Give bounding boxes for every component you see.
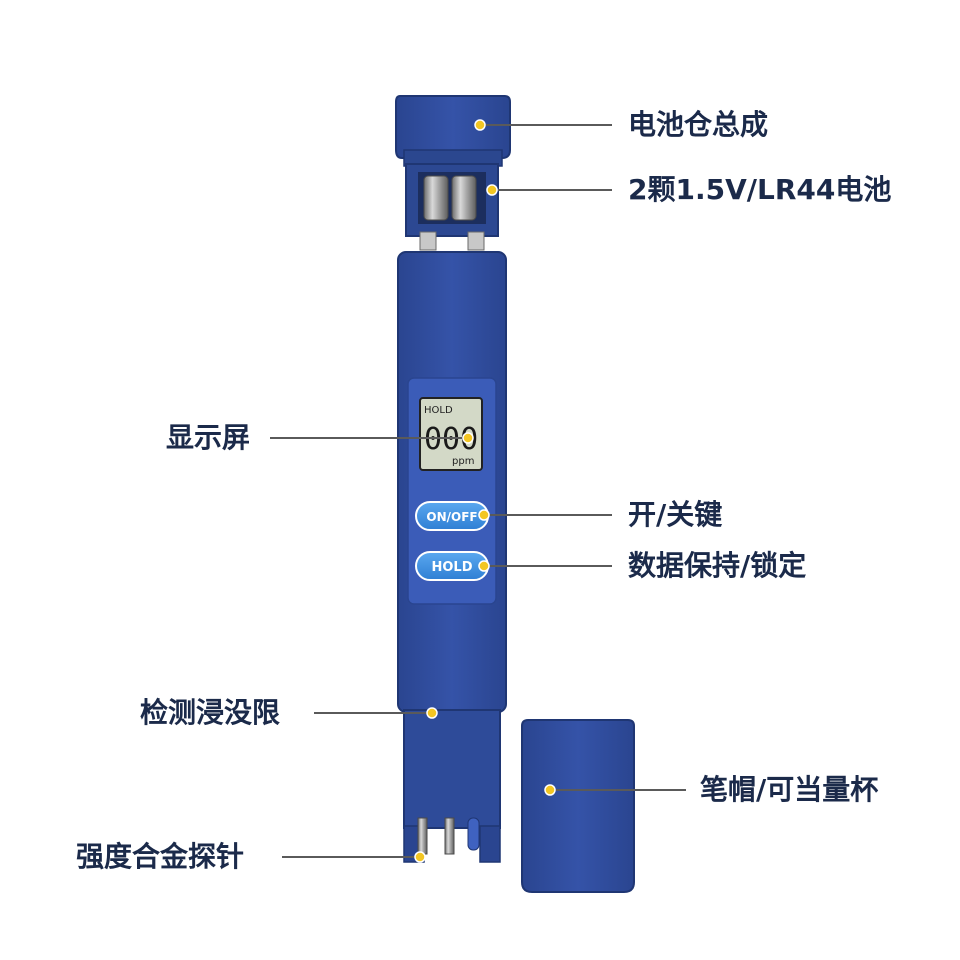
leader-dot-cap: [544, 784, 556, 796]
hold-button-label: HOLD: [431, 560, 472, 575]
probe-sensor: [467, 817, 480, 851]
leader-dot-batteries: [486, 184, 498, 196]
label-probe: 强度合金探针: [76, 840, 245, 873]
leader-dot-immersion-limit: [426, 707, 438, 719]
leader-dot-display: [462, 432, 474, 444]
leader-dot-hold-key: [478, 560, 490, 572]
leader-dot-battery-compartment: [474, 119, 486, 131]
label-cap: 笔帽/可当量杯: [700, 773, 879, 806]
lcd-hold-indicator: HOLD: [424, 405, 453, 416]
on-off-button[interactable]: ON/OFF: [415, 501, 489, 531]
battery-cell-2: [451, 175, 477, 221]
meter-cap: [521, 719, 635, 893]
probe-pin-left: [417, 817, 428, 855]
leader-dot-power-key: [478, 509, 490, 521]
leader-lines: [270, 124, 686, 858]
hold-button[interactable]: HOLD: [415, 551, 489, 581]
probe-pin-center: [444, 817, 455, 855]
battery-cell-1: [423, 175, 449, 221]
probe-sleeve: [403, 709, 501, 863]
label-hold-key: 数据保持/锁定: [628, 549, 807, 582]
label-display-screen: 显示屏: [166, 421, 251, 454]
battery-cover: [395, 95, 511, 167]
label-battery-compartment: 电池仓总成: [628, 108, 769, 141]
leader-dot-probe: [414, 851, 426, 863]
leader-dots: [414, 119, 556, 863]
label-power-key: 开/关键: [628, 498, 723, 531]
on-off-button-label: ON/OFF: [426, 510, 477, 524]
battery-compartment: [405, 163, 499, 251]
meter-body: [397, 251, 507, 713]
lcd-unit: ppm: [452, 456, 474, 467]
lcd-display: HOLD 000 ppm: [419, 397, 483, 471]
label-batteries: 2颗1.5V/LR44电池: [628, 173, 892, 206]
probe-pins: [417, 817, 480, 855]
label-immersion-limit: 检测浸没限: [140, 696, 281, 729]
